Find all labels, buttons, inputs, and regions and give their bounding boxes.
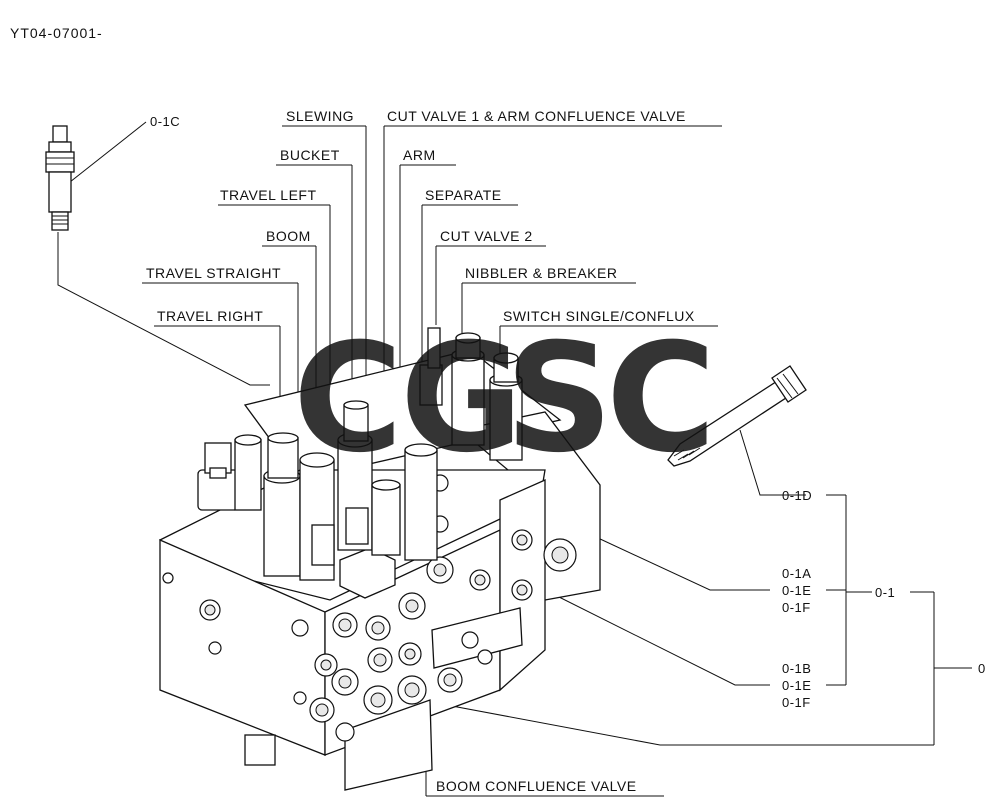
bolt-drawing: [667, 365, 807, 467]
watermark: C G S C: [293, 312, 716, 486]
front-ports: [309, 556, 491, 742]
label-fitting: 0-1C: [150, 114, 180, 129]
label-switch-single-conflux: SWITCH SINGLE/CONFLUX: [503, 308, 695, 324]
label-group-b-1: 0-1B: [782, 661, 811, 676]
label-cut-valve-2: CUT VALVE 2: [440, 228, 533, 244]
watermark-letter-3: S: [505, 312, 613, 486]
label-group-a-1: 0-1A: [782, 566, 811, 581]
label-bucket: BUCKET: [280, 147, 340, 163]
label-bolt: 0-1D: [782, 488, 812, 503]
valve-block-drawing: [159, 327, 601, 791]
label-root: 0: [978, 661, 986, 676]
label-travel-right: TRAVEL RIGHT: [157, 308, 263, 324]
label-slewing: SLEWING: [286, 108, 354, 124]
callout-labels: 0-1C SLEWING CUT VALVE 1 & ARM CONFLUENC…: [146, 108, 986, 794]
label-group-a-3: 0-1F: [782, 600, 811, 615]
label-separate: SEPARATE: [425, 187, 502, 203]
label-travel-straight: TRAVEL STRAIGHT: [146, 265, 281, 281]
leader-lines: [57, 121, 972, 797]
side-ports: [162, 572, 309, 705]
label-group-b-2: 0-1E: [782, 678, 811, 693]
label-cut-valve-1-arm-confluence: CUT VALVE 1 & ARM CONFLUENCE VALVE: [387, 108, 686, 124]
watermark-letter-1: C: [293, 312, 403, 486]
label-boom: BOOM: [266, 228, 311, 244]
label-group-a-2: 0-1E: [782, 583, 811, 598]
label-group-b-3: 0-1F: [782, 695, 811, 710]
label-arm: ARM: [403, 147, 436, 163]
label-nibbler-breaker: NIBBLER & BREAKER: [465, 265, 617, 281]
spool-caps: [197, 327, 523, 581]
label-assembly: 0-1: [875, 585, 895, 600]
fitting-drawing: [45, 125, 75, 231]
document-code: YT04-07001-: [10, 25, 103, 41]
label-travel-left: TRAVEL LEFT: [220, 187, 317, 203]
label-boom-confluence-valve: BOOM CONFLUENCE VALVE: [436, 778, 637, 794]
watermark-letter-4: C: [606, 312, 716, 486]
watermark-letter-2: G: [400, 312, 523, 486]
